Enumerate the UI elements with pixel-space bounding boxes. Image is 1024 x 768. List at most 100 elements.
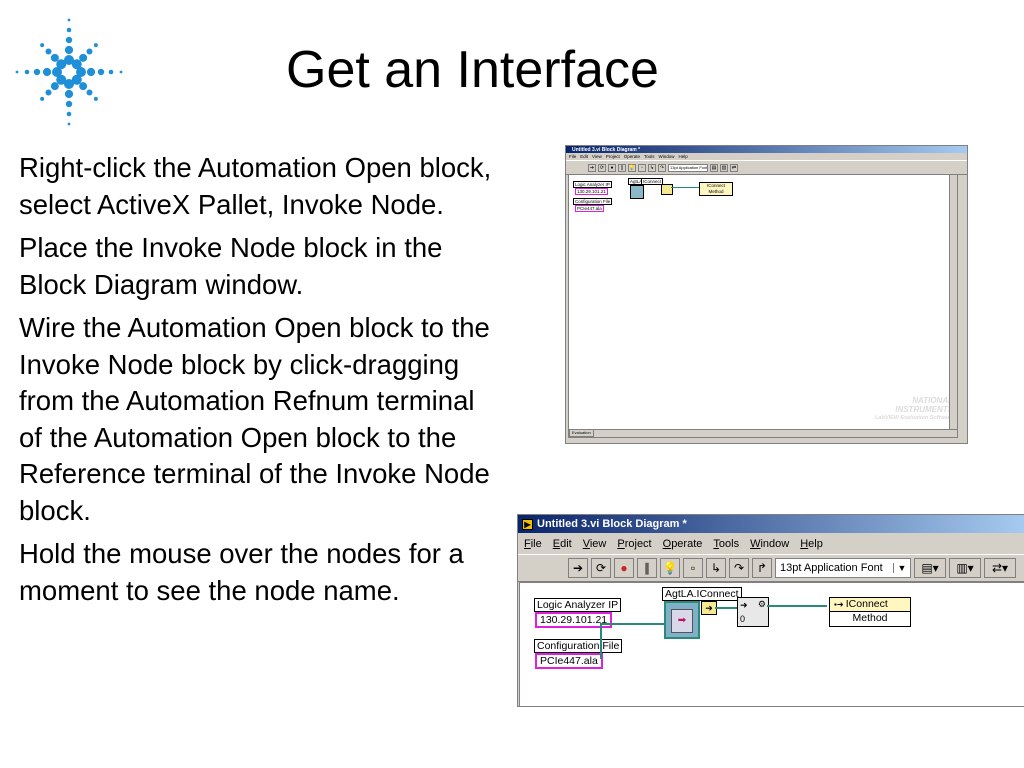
- font-dropdown-value: 13pt Application Font: [780, 562, 883, 574]
- font-dropdown[interactable]: 13pt Application Font: [668, 163, 708, 172]
- iconnect-small-label: IConnect: [641, 178, 664, 185]
- invoke-node[interactable]: ▪➜ IConnect Method: [829, 597, 911, 627]
- run-arrow-icon[interactable]: ➔: [588, 163, 596, 172]
- open-function-node[interactable]: [661, 184, 673, 195]
- window-title: Untitled 3.vi Block Diagram *: [537, 518, 687, 530]
- font-dropdown[interactable]: 13pt Application Font ▼: [775, 558, 911, 578]
- menu-operate[interactable]: Operate: [623, 154, 640, 159]
- spark-dot: [50, 82, 59, 91]
- spark-dot: [86, 48, 93, 55]
- pause-icon[interactable]: ∥: [637, 558, 657, 578]
- step-into-icon[interactable]: ↳: [706, 558, 726, 578]
- distribute-icon[interactable]: ▥: [720, 163, 728, 172]
- watermark-line-3: LabVIEW Evaluation Software: [875, 415, 953, 421]
- logic-analyzer-constant[interactable]: 130.29.101.21: [535, 612, 613, 628]
- logic-analyzer-constant[interactable]: 130.29.101.21: [575, 188, 608, 195]
- step-over-icon[interactable]: ↷: [729, 558, 749, 578]
- agilent-spark-logo: [15, 18, 123, 126]
- retain-wire-values-icon[interactable]: ▫: [638, 163, 646, 172]
- spark-dot: [64, 55, 74, 65]
- spark-dot: [79, 53, 88, 62]
- automation-open-node[interactable]: [630, 185, 644, 199]
- context-label: Evaluation: [569, 429, 594, 437]
- spark-dot: [76, 67, 86, 77]
- diagram-canvas[interactable]: Logic Analyzer IP 130.29.101.21 Configur…: [519, 582, 1024, 706]
- automation-open-node[interactable]: ➡: [664, 601, 700, 639]
- pause-icon[interactable]: ∥: [618, 163, 626, 172]
- menu-project[interactable]: Project: [605, 154, 620, 159]
- spark-dot: [71, 74, 82, 85]
- step-over-icon[interactable]: ↷: [658, 163, 666, 172]
- align-objects-icon[interactable]: ▤▾: [914, 558, 946, 578]
- horizontal-scrollbar[interactable]: [569, 429, 957, 437]
- refnum-wire[interactable]: [715, 607, 737, 609]
- abort-icon[interactable]: ●: [608, 163, 616, 172]
- reference-wire[interactable]: [767, 605, 827, 607]
- zero-constant: 0: [740, 614, 746, 624]
- config-file-label: Configuration File: [534, 639, 623, 653]
- spark-dot: [40, 43, 45, 48]
- spark-dot: [67, 18, 71, 22]
- watermark-line-2: INSTRUMENTS: [895, 405, 953, 414]
- ip-wire[interactable]: [600, 623, 664, 625]
- diagram-canvas[interactable]: Logic Analyzer IP 130.29.101.21 Configur…: [568, 174, 958, 438]
- vertical-scrollbar[interactable]: [949, 175, 957, 437]
- menu-bar: File Edit View Project Operate Tools Win…: [566, 153, 967, 160]
- menu-bar: File Edit View Project Operate Tools Win…: [518, 533, 1024, 554]
- menu-file[interactable]: File: [569, 154, 577, 159]
- automation-refnum-icon: ➡: [671, 609, 693, 633]
- open-reference-terminal[interactable]: ➜: [701, 601, 717, 615]
- highlight-execution-icon[interactable]: 💡: [628, 163, 636, 172]
- run-arrow-icon[interactable]: ➔: [568, 558, 588, 578]
- spark-dot: [15, 70, 19, 74]
- menu-edit[interactable]: Edit: [580, 154, 589, 159]
- menu-help[interactable]: Help: [800, 537, 823, 550]
- invoke-node[interactable]: IConnect Method: [699, 182, 733, 196]
- retain-wire-values-icon[interactable]: ▫: [683, 558, 703, 578]
- arrow-right-icon: ➜: [740, 600, 748, 610]
- menu-edit[interactable]: Edit: [552, 537, 572, 550]
- run-continuous-icon[interactable]: ⟳: [591, 558, 611, 578]
- abort-icon[interactable]: ●: [614, 558, 634, 578]
- chevron-down-icon[interactable]: ▼: [893, 563, 910, 573]
- invoke-node-class: IConnect: [845, 598, 888, 610]
- window-titlebar: Untitled 3.vi Block Diagram *: [566, 146, 967, 153]
- spark-dot: [33, 68, 41, 76]
- invoke-node-method[interactable]: Method: [852, 612, 888, 624]
- spark-dot: [97, 68, 105, 76]
- spark-dot: [56, 74, 67, 85]
- step-into-icon[interactable]: ↳: [648, 163, 656, 172]
- spark-dot: [66, 27, 72, 33]
- spark-dot: [119, 70, 123, 74]
- highlight-execution-icon[interactable]: 💡: [660, 558, 680, 578]
- invoke-node-class: IConnect: [706, 183, 725, 188]
- logic-analyzer-label: Logic Analyzer IP: [573, 181, 612, 188]
- menu-project[interactable]: Project: [617, 537, 652, 550]
- menu-view[interactable]: View: [582, 537, 607, 550]
- menu-file[interactable]: File: [524, 537, 542, 550]
- config-wire-vertical[interactable]: [600, 623, 602, 659]
- spark-dot: [86, 89, 93, 96]
- spark-dot: [64, 45, 74, 55]
- step-out-icon[interactable]: ↱: [752, 558, 772, 578]
- spark-dot: [93, 43, 98, 48]
- menu-tools[interactable]: Tools: [713, 537, 740, 550]
- reorder-icon[interactable]: ⇄: [730, 163, 738, 172]
- window-titlebar: ▶ Untitled 3.vi Block Diagram *: [518, 515, 1024, 533]
- menu-window[interactable]: Window: [658, 154, 675, 159]
- reorder-icon[interactable]: ⇄▾: [984, 558, 1016, 578]
- config-file-constant[interactable]: PCIe447.ala: [575, 205, 604, 212]
- open-function-node[interactable]: ➜ ⚙ 0: [737, 597, 769, 627]
- config-file-constant[interactable]: PCIe447.ala: [535, 653, 603, 669]
- reference-wire[interactable]: [671, 187, 699, 188]
- spark-dot: [45, 48, 52, 55]
- run-continuous-icon[interactable]: ⟳: [598, 163, 606, 172]
- menu-tools[interactable]: Tools: [644, 154, 655, 159]
- align-icon[interactable]: ▤: [710, 163, 718, 172]
- menu-operate[interactable]: Operate: [662, 537, 703, 550]
- menu-window[interactable]: Window: [750, 537, 790, 550]
- menu-help[interactable]: Help: [678, 154, 688, 159]
- slide-title: Get an Interface: [286, 41, 659, 99]
- distribute-objects-icon[interactable]: ▥▾: [949, 558, 981, 578]
- menu-view[interactable]: View: [592, 154, 602, 159]
